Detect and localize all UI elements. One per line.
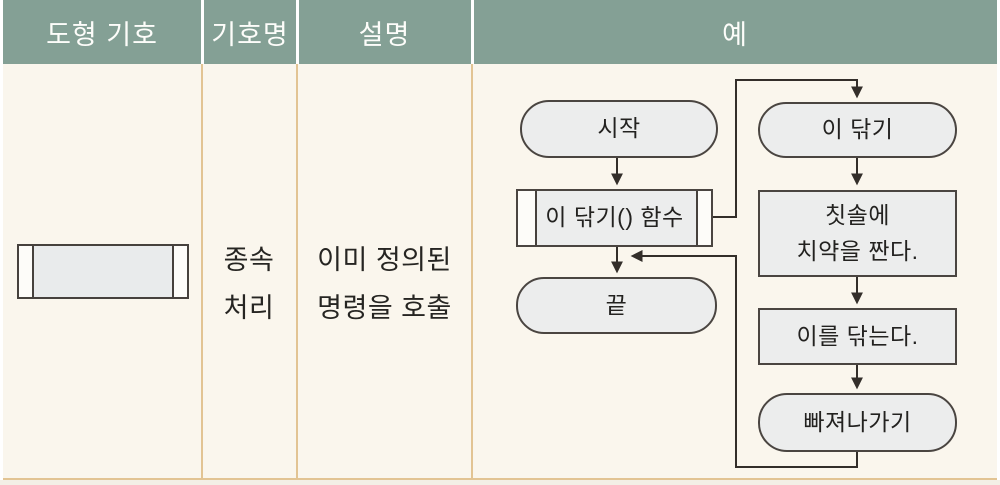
symbol-description-cell: 이미 정의된 명령을 호출 [298,236,471,332]
predefined-call-inner-bars [535,191,698,245]
header-divider [201,0,204,64]
symbol-description-line: 이미 정의된 [317,245,452,275]
header-cell-example: 예 [722,19,748,50]
table-bottom-border [3,478,997,481]
symbol-name-cell: 종속 처리 [201,236,297,332]
body-divider [201,64,203,480]
flow-node-end: 끝 [516,277,717,334]
flow-node-step1: 칫솔에 치약을 짠다. [758,190,957,277]
table-header-row [3,0,997,64]
predefined-process-symbol [17,244,189,299]
flow-node-step1-line: 치약을 짠다. [796,237,919,264]
predefined-process-inner-bars [32,246,174,297]
body-divider [471,64,473,480]
header-divider [296,0,299,64]
flow-node-sub-start: 이 닦기 [758,102,957,158]
body-divider [296,64,298,480]
symbol-name-line: 처리 [223,293,275,323]
flow-node-step1-line: 칫솔에 [825,201,890,228]
header-cell-shape: 도형 기호 [46,19,158,50]
symbol-name-line: 종속 [223,245,275,275]
flow-node-start: 시작 [520,100,718,158]
flow-node-predefined-call: 이 닦기() 함수 [516,189,713,247]
header-cell-desc: 설명 [358,19,411,50]
flow-node-step2: 이를 닦는다. [758,308,957,365]
page-bottom-strip [0,480,1000,485]
flow-node-sub-end: 빠져나가기 [758,393,957,452]
symbol-description-line: 명령을 호출 [317,293,452,323]
flow-node-predefined-call-label: 이 닦기() 함수 [545,204,684,231]
header-divider [471,0,474,64]
header-cell-name: 기호명 [211,19,289,50]
